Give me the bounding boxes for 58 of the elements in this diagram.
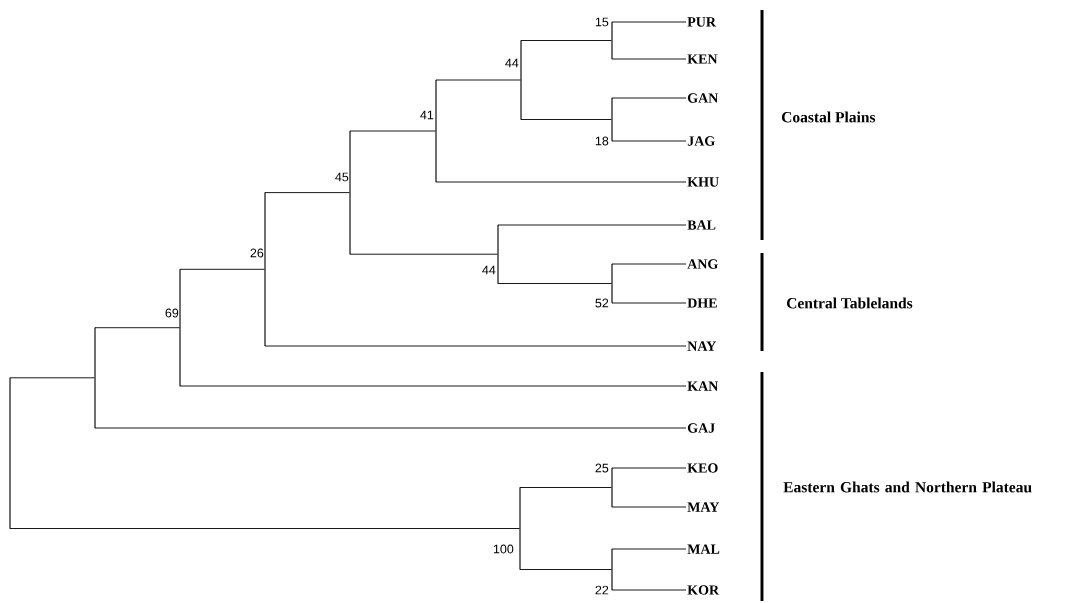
branch [611, 589, 687, 591]
branch [519, 487, 612, 488]
branch [611, 302, 687, 304]
bootstrap-value: 45 [335, 172, 349, 182]
branch [179, 268, 265, 270]
group-label: Central Tablelands [786, 297, 913, 309]
branch [497, 224, 687, 226]
branch [611, 548, 687, 550]
bootstrap-value: 44 [505, 58, 519, 68]
taxon-label: MAL [687, 544, 720, 554]
branch [94, 327, 180, 329]
branch [519, 569, 612, 570]
bootstrap-value: 52 [595, 298, 609, 308]
bootstrap-value: 15 [595, 17, 609, 27]
taxon-label: KHU [687, 177, 719, 187]
branch [611, 263, 687, 265]
taxon-label: DHE [687, 298, 717, 308]
taxon-label: KOR [687, 585, 720, 595]
taxon-label: PUR [687, 17, 717, 27]
branch [435, 181, 687, 183]
branch [611, 140, 687, 142]
branch [611, 58, 687, 60]
branch [9, 528, 520, 529]
taxon-label: GAN [687, 93, 719, 103]
bootstrap-value: 44 [482, 265, 496, 275]
taxon-label: KAN [687, 381, 719, 391]
taxon-label: BAL [687, 220, 716, 230]
branch [349, 253, 498, 255]
branch [520, 40, 612, 41]
group-label: Coastal Plains [781, 111, 876, 123]
taxon-label: NAY [687, 341, 716, 351]
branch [497, 283, 612, 284]
taxon-label: MAY [687, 502, 720, 512]
group-label: Eastern Ghats and Northern Plateau [783, 481, 1032, 493]
taxon-label: GAJ [687, 423, 715, 433]
taxon-label: KEO [687, 463, 718, 473]
taxon-label: ANG [687, 259, 718, 269]
taxon-label: JAG [687, 136, 715, 146]
branch [264, 192, 350, 194]
branch [520, 119, 612, 120]
branch [611, 21, 687, 23]
bootstrap-value: 26 [250, 248, 264, 258]
branch [94, 427, 687, 429]
branch [611, 467, 687, 469]
taxon-label: KEN [687, 54, 718, 64]
bootstrap-value: 69 [165, 308, 179, 318]
bootstrap-value: 18 [595, 136, 609, 146]
branch [264, 345, 687, 347]
branch [9, 377, 95, 379]
bootstrap-value: 22 [595, 585, 609, 595]
bootstrap-value: 41 [420, 110, 434, 120]
bootstrap-value: 100 [493, 544, 514, 554]
branch [611, 506, 687, 508]
branch [349, 130, 436, 132]
bootstrap-value: 25 [595, 463, 609, 473]
branch [179, 385, 687, 387]
branch [611, 97, 687, 99]
branch [435, 79, 521, 81]
